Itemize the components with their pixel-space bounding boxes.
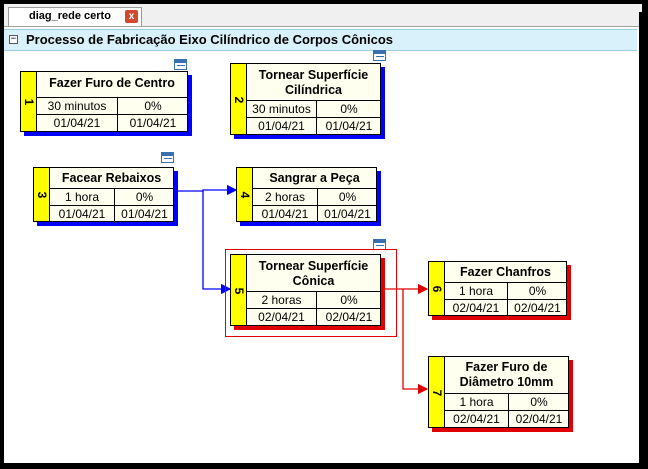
calendar-icon: [373, 50, 386, 61]
close-icon[interactable]: x: [125, 10, 138, 23]
network-diagram-window: diag_rede certo x − Processo de Fabricaç…: [4, 4, 642, 463]
task-finish: 01/04/21: [324, 207, 371, 221]
task-title: Tornear Superfície Cônica: [258, 259, 369, 288]
task-complete: 0%: [340, 293, 358, 307]
task-finish: 01/04/21: [325, 119, 373, 133]
task-finish: 02/04/21: [514, 301, 561, 315]
selection-box: [225, 249, 397, 337]
task-start: 01/04/21: [50, 206, 115, 223]
task-complete: 0%: [528, 284, 547, 298]
dependency-links: [174, 184, 429, 395]
task-finish: 01/04/21: [121, 207, 168, 221]
task-finish: 02/04/21: [325, 310, 373, 324]
task-node-3[interactable]: 3 Facear Rebaixos 1 hora 0% 01/04/21 01/…: [33, 167, 178, 226]
task-id: 7: [430, 389, 444, 397]
task-start: 01/04/21: [253, 206, 318, 223]
task-id: 2: [232, 96, 246, 104]
task-node-5[interactable]: 5 Tornear Superfície Cônica 2 horas 0% 0…: [230, 254, 385, 330]
task-id: 5: [232, 287, 246, 295]
task-title: Fazer Chanfros: [460, 265, 551, 279]
task-duration: 30 minutos: [247, 101, 317, 118]
collapse-icon[interactable]: −: [9, 34, 18, 44]
task-start: 02/04/21: [445, 411, 509, 428]
window-border: [639, 12, 642, 463]
task-finish: 01/04/21: [129, 116, 177, 130]
task-id: 6: [430, 285, 444, 293]
task-title: Fazer Furo de Centro: [49, 76, 175, 90]
task-title: Fazer Furo de Diâmetro 10mm: [459, 360, 554, 389]
task-complete: 0%: [530, 395, 548, 409]
task-node-4[interactable]: 4 Sangrar a Peça 2 horas 0% 01/04/21 01/…: [236, 167, 381, 226]
task-id: 4: [238, 191, 252, 199]
group-header: − Processo de Fabricação Eixo Cilíndrico…: [4, 29, 637, 51]
task-duration: 1 hora: [445, 283, 508, 300]
task-duration: 1 hora: [445, 394, 509, 411]
link-3-5: [202, 191, 232, 295]
calendar-icon: [161, 152, 174, 163]
task-duration: 30 minutos: [37, 98, 118, 115]
task-node-1[interactable]: 1 Fazer Furo de Centro 30 minutos 0% 01/…: [20, 71, 192, 136]
task-start: 01/04/21: [247, 118, 317, 135]
task-node-2[interactable]: 2 Tornear Superfície Cilíndrica 30 minut…: [230, 63, 385, 139]
task-duration: 1 hora: [50, 189, 115, 206]
task-complete: 0%: [144, 99, 162, 113]
group-title: Processo de Fabricação Eixo Cilíndrico d…: [26, 32, 393, 47]
task-start: 02/04/21: [247, 309, 317, 326]
task-title: Tornear Superfície Cilíndrica: [258, 68, 369, 97]
task-start: 02/04/21: [445, 300, 508, 317]
task-duration: 2 horas: [253, 189, 318, 206]
task-finish: 02/04/21: [515, 412, 563, 426]
task-node-6[interactable]: 6 Fazer Chanfros 1 hora 0% 02/04/21 02/0…: [428, 261, 571, 320]
task-complete: 0%: [135, 190, 154, 204]
task-duration[interactable]: 2 horas: [247, 292, 317, 309]
task-title: Facear Rebaixos: [61, 171, 162, 185]
task-id: 3: [35, 191, 49, 199]
focus-outline: [248, 290, 316, 307]
task-node-7[interactable]: 7 Fazer Furo de Diâmetro 10mm 1 hora 0% …: [428, 356, 573, 432]
task-id: 1: [22, 98, 36, 106]
tab-bar: diag_rede certo x: [4, 4, 642, 27]
tab-label: diag_rede certo: [29, 10, 111, 22]
task-complete: 0%: [340, 102, 358, 116]
task-title: Sangrar a Peça: [269, 171, 360, 185]
calendar-icon: [174, 59, 187, 70]
task-start: 01/04/21: [37, 115, 118, 132]
tab-diag-rede-certo[interactable]: diag_rede certo x: [8, 7, 142, 26]
link-5-7: [402, 289, 429, 395]
link-3-4: [174, 184, 238, 196]
task-complete: 0%: [338, 190, 357, 204]
